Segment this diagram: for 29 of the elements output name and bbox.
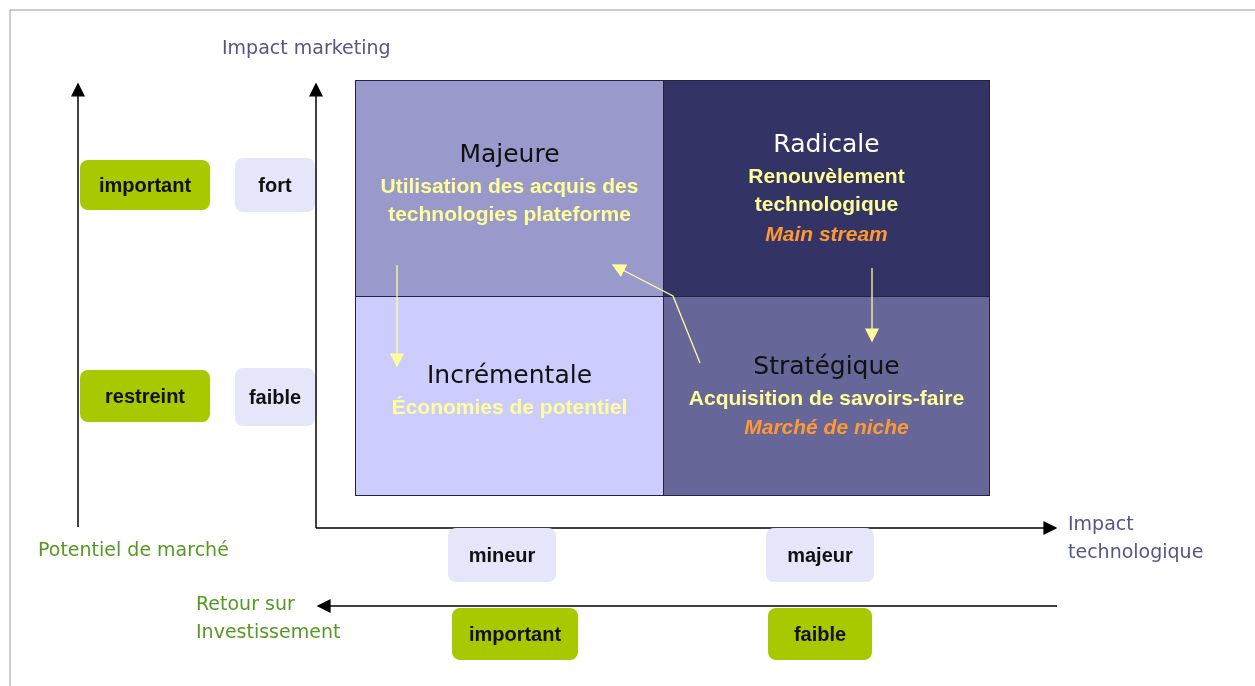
quadrant-cell — [355, 296, 664, 496]
marketing-impact-tag: faible — [235, 368, 315, 426]
arrow — [865, 267, 879, 343]
arrow — [390, 264, 404, 368]
tech-impact-tag: majeur — [766, 528, 874, 582]
market-potential-tag: restreint — [80, 370, 210, 422]
tech-impact-tag: mineur — [448, 528, 556, 582]
quadrant-description: Renouvèlement technologique — [747, 162, 906, 218]
marketing-impact-tag: fort — [235, 158, 315, 212]
axis-title: Impact marketing — [222, 35, 392, 60]
quadrant-title: Radicale — [773, 128, 880, 158]
axis-title: Retour sur Investissement — [196, 591, 342, 644]
axis-title: Impact technologique — [1068, 511, 1205, 564]
quadrant-description: Économies de potentiel — [390, 394, 629, 421]
axis-title: Potentiel de marché — [38, 537, 230, 562]
quadrant-cell — [355, 80, 664, 297]
return-tag: important — [452, 608, 578, 660]
arrow — [611, 264, 701, 364]
quadrant-title: Majeure — [459, 138, 560, 168]
quadrant-cell — [663, 80, 990, 297]
market-potential-tag: important — [80, 160, 210, 210]
market-note: Marché de niche — [744, 413, 909, 440]
quadrant-description: Utilisation des acquis des technologies plateforme — [379, 172, 640, 227]
return-tag: faible — [768, 608, 872, 660]
quadrant-title: Incrémentale — [426, 360, 593, 390]
market-note: Main stream — [765, 220, 888, 247]
quadrant-description: Acquisition de savoirs-faire — [687, 384, 966, 411]
quadrant-cell — [663, 296, 990, 496]
quadrant-title: Stratégique — [753, 350, 900, 380]
